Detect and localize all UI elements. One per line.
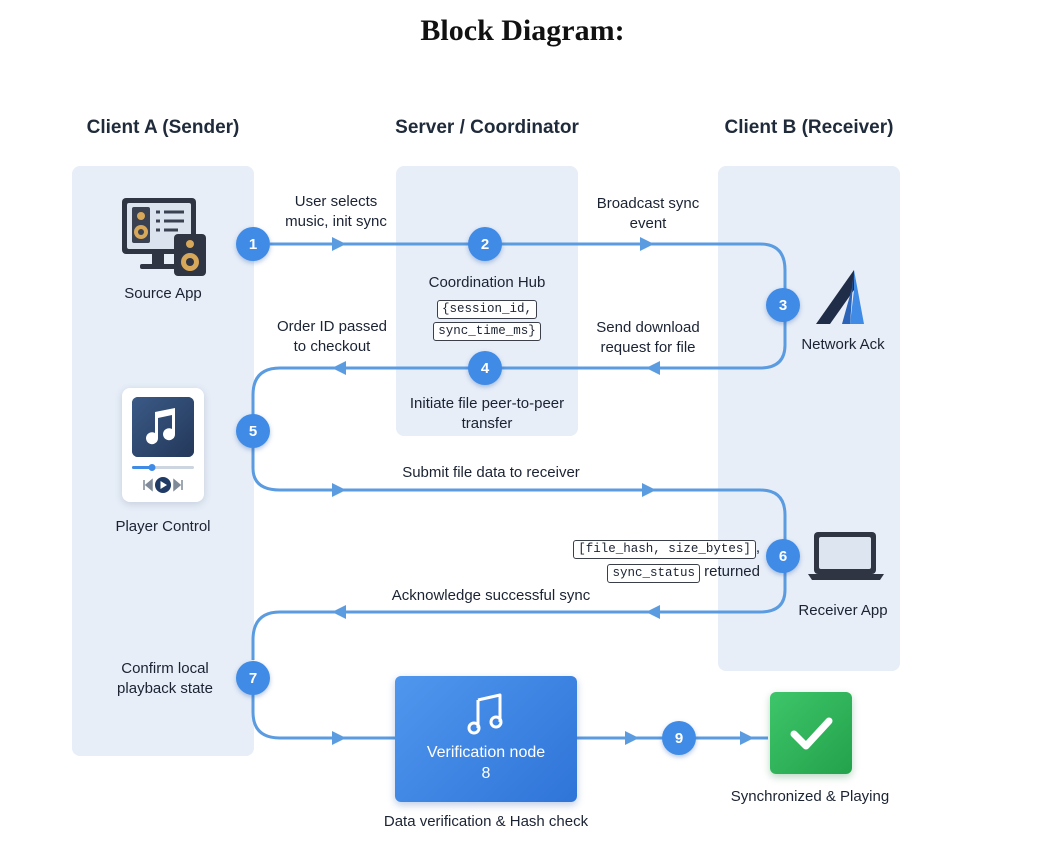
arrowhead — [646, 605, 660, 619]
verification-node-label: Verification node — [426, 744, 546, 761]
edge-label-line: playback state — [117, 680, 213, 697]
step-5: 5 — [236, 414, 270, 448]
edge-label-line: Broadcast sync — [596, 195, 700, 212]
arrowhead — [332, 731, 346, 745]
network-ack-label: Network Ack — [801, 336, 885, 353]
edge-label-line: Send download — [596, 319, 700, 336]
edge-label-line: music, init sync — [285, 213, 387, 230]
returned-text: returned — [704, 563, 760, 580]
edge-label-line: event — [629, 215, 667, 232]
arrowhead — [646, 361, 660, 375]
edge-label-line: Order ID passed — [276, 318, 388, 335]
flow-line-3-4-5 — [251, 320, 787, 415]
flow-line-6-7 — [251, 572, 787, 660]
verification-caption: Data verification & Hash check — [383, 813, 589, 830]
verification-node: Verification node 8 — [395, 676, 577, 802]
lane-header-server: Server / Coordinator — [395, 117, 579, 138]
edge-label-file-hash: [file_hash, size_bytes], sync_status ret… — [548, 536, 760, 584]
comma: , — [755, 539, 760, 556]
music-note-icon — [467, 693, 503, 735]
laptop-icon — [806, 530, 886, 587]
edge-label-select-music: User selects music, init sync — [266, 192, 406, 232]
player-control-label: Player Control — [115, 518, 211, 535]
session-id-code: {session_id, — [436, 300, 537, 319]
arrowhead — [740, 731, 754, 745]
flow-line-1-2-3 — [270, 242, 787, 290]
edge-label-p2p-transfer: Initiate file peer-to-peer transfer — [376, 394, 598, 434]
flow-line-5-6 — [251, 448, 787, 540]
music-note-icon — [132, 397, 194, 457]
arrowhead — [332, 483, 346, 497]
step-2: 2 — [468, 227, 502, 261]
edge-label-broadcast: Broadcast sync event — [578, 194, 718, 234]
edge-label-download-request: Send download request for file — [578, 318, 718, 358]
edge-label-line: request for file — [600, 339, 696, 356]
edge-label-order-id: Order ID passed to checkout — [262, 317, 402, 357]
sync-status-code: sync_status — [607, 564, 700, 583]
arrowhead — [332, 605, 346, 619]
synchronized-label: Synchronized & Playing — [730, 788, 890, 805]
edge-label-line: transfer — [461, 415, 513, 432]
verification-node-number: 8 — [481, 765, 491, 782]
edge-label-line: Initiate file peer-to-peer — [409, 395, 565, 412]
edge-label-acknowledge: Acknowledge successful sync — [391, 587, 591, 604]
arrowhead — [332, 237, 346, 251]
arrowhead — [642, 483, 656, 497]
edge-label-confirm-playback: Confirm local playback state — [90, 659, 240, 699]
file-hash-code: [file_hash, size_bytes] — [573, 540, 756, 559]
player-control-card — [122, 388, 204, 502]
arrowhead — [625, 731, 639, 745]
step-3: 3 — [766, 288, 800, 322]
edge-label-submit-file: Submit file data to receiver — [402, 464, 580, 481]
flow-line-7-8 — [251, 695, 396, 740]
network-ack-logo-icon — [812, 268, 868, 331]
source-app-label: Source App — [124, 285, 202, 302]
step-6: 6 — [766, 539, 800, 573]
lane-header-client-b: Client B (Receiver) — [724, 117, 894, 138]
step-1: 1 — [236, 227, 270, 261]
coordination-hub-label: Coordination Hub — [428, 274, 546, 291]
edge-label-line: User selects — [294, 193, 378, 210]
coordination-hub-payload: {session_id, sync_time_ms} — [396, 297, 578, 341]
step-7: 7 — [236, 661, 270, 695]
arrowhead — [640, 237, 654, 251]
edge-label-line: to checkout — [293, 338, 371, 355]
receiver-app-label: Receiver App — [798, 602, 888, 619]
lane-header-client-a: Client A (Sender) — [86, 117, 240, 138]
diagram-title: Block Diagram: — [420, 14, 625, 47]
check-icon — [770, 692, 852, 774]
lane-client-b — [718, 166, 900, 671]
monitor-speaker-icon — [118, 196, 210, 283]
sync-time-code: sync_time_ms} — [433, 322, 541, 341]
step-9: 9 — [662, 721, 696, 755]
arrowhead — [332, 361, 346, 375]
edge-label-line: Confirm local — [121, 660, 209, 677]
step-4: 4 — [468, 351, 502, 385]
